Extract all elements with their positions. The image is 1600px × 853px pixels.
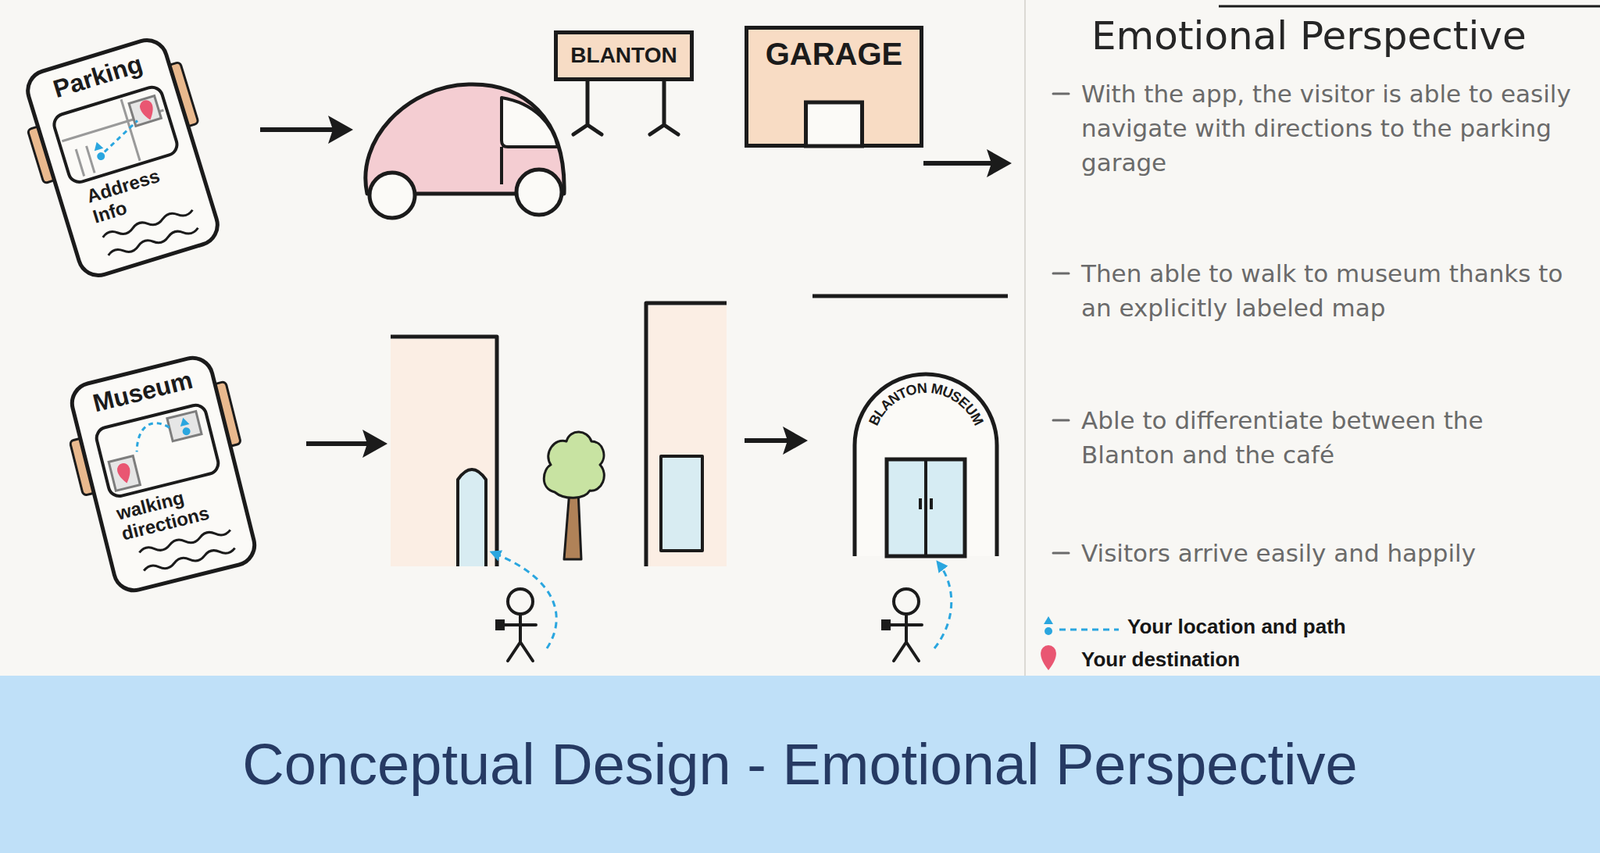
bullet-dash: [1053, 552, 1069, 555]
bullet-dash: [1053, 93, 1069, 554]
legend-sample: [1043, 616, 1119, 636]
bullet-dash: [1053, 92, 1069, 96]
phone-app-screen-outline: [92, 140, 104, 151]
walking-path: [493, 553, 952, 649]
note-text: Visitors arrive easily and happily: [1081, 535, 1574, 571]
bullet-dash: [1053, 272, 1069, 275]
stick-figure: [893, 589, 919, 615]
phone-app-screen-outline: [138, 98, 157, 122]
panel-divider: [1024, 0, 1026, 676]
phone-app-screen-outline: [182, 426, 192, 436]
arch-lettering: N: [916, 381, 928, 397]
legend-sample: [1059, 628, 1119, 632]
phone-app-screen-outline: [107, 225, 200, 259]
legend-sample: [1040, 645, 1057, 671]
tree-illustration: [564, 490, 582, 560]
legend-text: Your destination: [1081, 647, 1240, 672]
street-buildings: [457, 469, 486, 567]
garage-building-outline: [806, 102, 863, 147]
flow-arrow: [986, 149, 1012, 178]
phone-app-screen-outline: [108, 456, 140, 492]
building-sign: GARAGE: [744, 36, 924, 72]
tree-illustration: [543, 432, 604, 560]
legend-entry: Your location and path: [1127, 614, 1347, 640]
tree-illustration: [543, 432, 604, 498]
car-illustration: [365, 84, 565, 218]
phone-app-screen-outline: [98, 120, 143, 152]
museum-entrance-outline: [854, 374, 997, 557]
street-buildings: [390, 339, 496, 567]
phone-app-screen-outline: [22, 35, 222, 281]
walking-path: [934, 564, 952, 649]
caption-band: [0, 675, 1600, 853]
bullet-dash: [1053, 419, 1069, 422]
sign-post: [650, 81, 679, 135]
car-illustration: [369, 172, 415, 218]
note-text: Then able to walk to museum thanks to an…: [1081, 256, 1574, 325]
legend-sample: [1043, 616, 1054, 625]
phone-app-screen-outline: [167, 411, 202, 442]
sign-post: [573, 81, 679, 135]
museum-entrance: BLANTON MUSEUM: [851, 367, 1000, 559]
museum-entrance-outline: [851, 367, 1000, 559]
phone-app-screen-outline: [115, 461, 133, 485]
sign-board: BLANTON: [553, 30, 694, 82]
car-illustration: [501, 97, 558, 147]
paper-ground: [0, 0, 1600, 676]
legend-entry: Your destination: [1081, 646, 1240, 672]
street-buildings: [646, 303, 727, 567]
stick-figure: [504, 614, 536, 661]
street-buildings: [660, 456, 703, 551]
stick-figure: [507, 589, 533, 615]
caption-text: Conceptual Design - Emotional Perspectiv…: [242, 731, 1358, 798]
panel-heading: Emotional Perspective: [1091, 12, 1527, 60]
caption-band: Conceptual Design - Emotional Perspectiv…: [0, 675, 1600, 853]
arch-lettering: BLANTON MUSEUM: [851, 367, 1000, 446]
car-illustration: [516, 169, 562, 215]
flow-arrow: [782, 426, 808, 455]
walking-path: [493, 553, 557, 649]
street-buildings: [390, 336, 497, 567]
flow-arrow: [306, 441, 369, 447]
note-text: With the app, the visitor is able to eas…: [1081, 76, 1574, 180]
phone-app-screen-outline: [142, 545, 236, 575]
phone-app-screen-outline: [128, 96, 161, 127]
legend-text: Your location and path: [1127, 614, 1347, 639]
car-illustration: [500, 146, 504, 185]
phone-app-screen-outline: [131, 419, 174, 452]
note-text: Able to differentiate between the Blanto…: [1081, 403, 1574, 472]
flow-arrow: [328, 115, 354, 144]
flow-arrow: [260, 127, 335, 133]
stick-figure: [890, 614, 922, 661]
garage-building: GARAGE: [744, 25, 924, 148]
stick-figure: [495, 619, 505, 631]
street-buildings: [812, 294, 1008, 299]
phone-app-screen-outline: [96, 151, 106, 161]
panel-rule: [1218, 5, 1600, 8]
phone-app-screen-outline: [178, 416, 190, 427]
phone-app-screen-outline: [94, 403, 221, 499]
stick-figure: [881, 619, 891, 631]
legend-sample: [1044, 627, 1053, 636]
street-buildings: [648, 305, 727, 567]
phone-app-screen-outline: [67, 353, 259, 595]
flow-arrow: [362, 429, 388, 458]
flow-arrow: [923, 160, 993, 166]
flow-arrow: [744, 438, 790, 443]
sign-post: [573, 81, 602, 135]
museum-entrance-outline: [886, 459, 965, 557]
legend-sample: [1040, 645, 1057, 671]
stick-figure: [495, 589, 922, 661]
street-buildings: [390, 296, 1008, 567]
museum-entrance-outline: [920, 459, 932, 557]
sign-text: BLANTON: [553, 42, 694, 68]
